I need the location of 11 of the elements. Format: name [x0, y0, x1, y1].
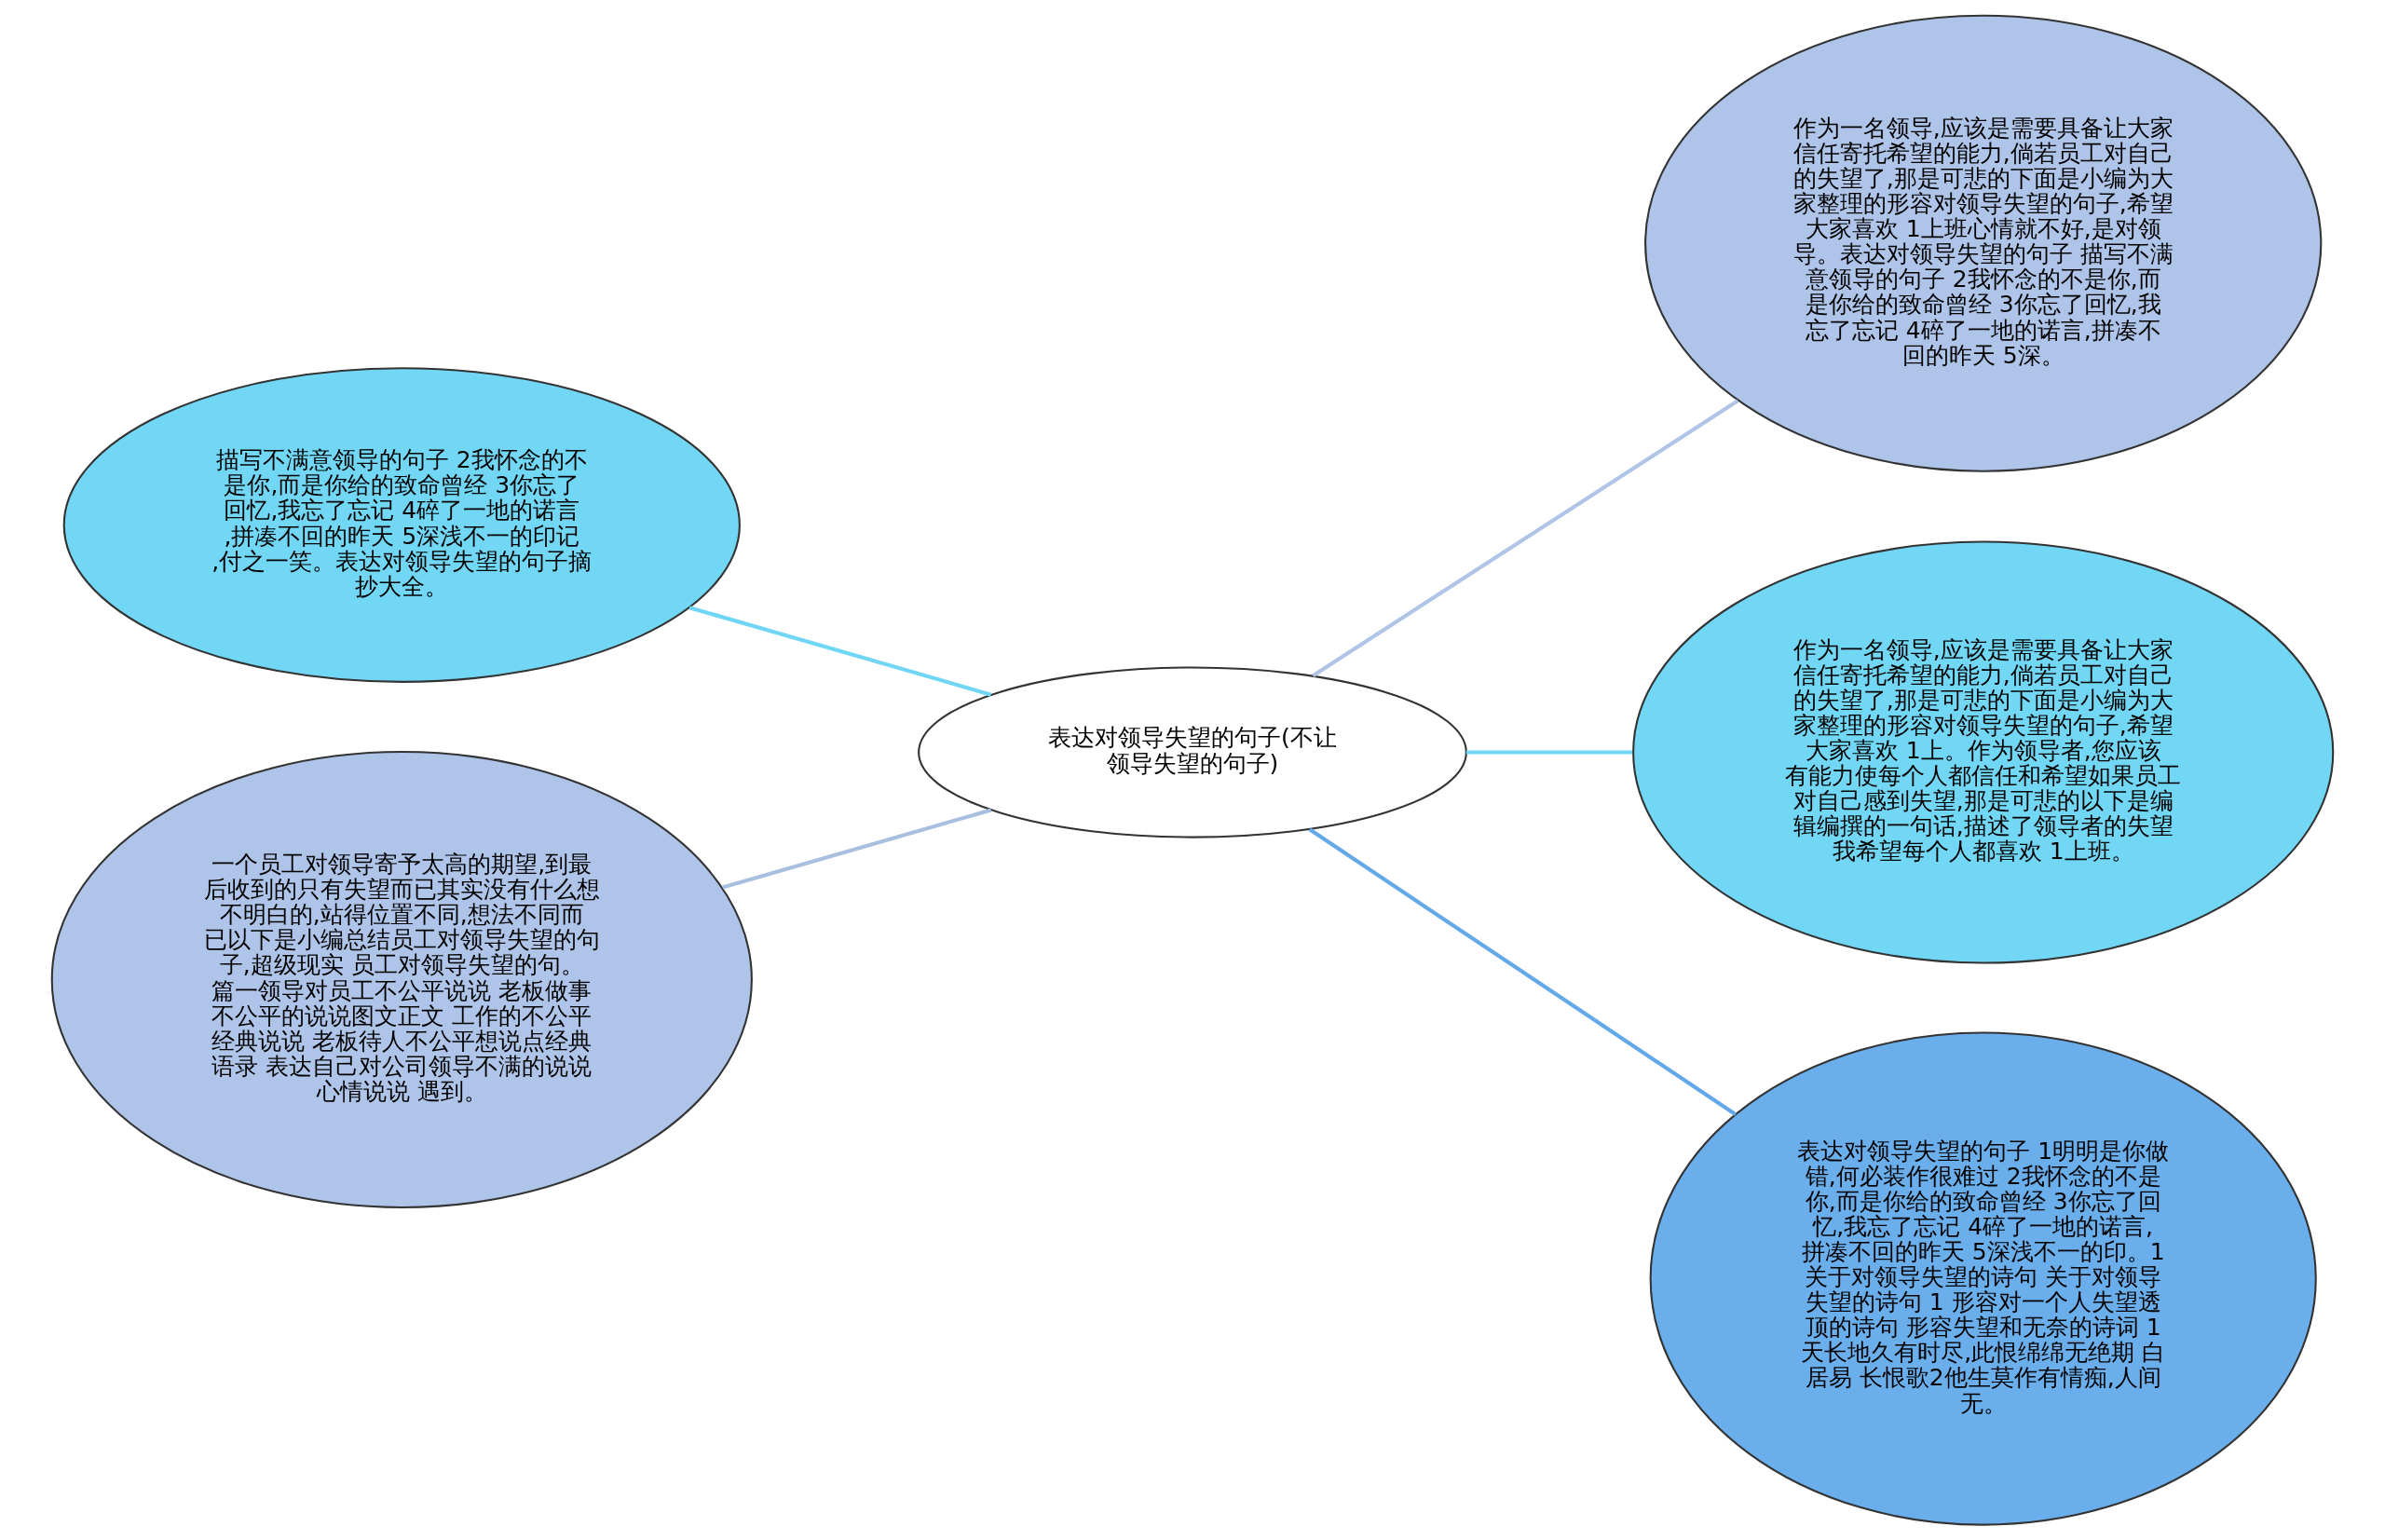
connector [1312, 399, 1739, 677]
connector [722, 808, 992, 890]
node-ellipse: 描写不满意领导的句子 2我怀念的不是你,而是你给的致命曾经 3你忘了回忆,我忘了忘记 4碎了一地的诺言,拼凑不回的昨天 5深浅不一的印记,付之一笑。表达对领导失望的句子摘抄大全。 [62, 367, 741, 683]
node-ellipse: 表达对领导失望的句子 1明明是你做错,何必装作很难过 2我怀念的不是你,而是你给的致命曾经 3你忘了回忆,我忘了忘记 4碎了一地的诺言,拼凑不回的昨天 5深浅不一的印。1 关于对领导失望的诗句 关于对领导失望的诗句 1 形容对一个人失望透顶的诗句 形容失望和无奈的诗词 1天长地久有时尽,此恨绵绵无绝期 白居易 长恨歌2他生莫作有情痴,人间无。 [1649, 1031, 2317, 1526]
node-ellipse: 作为一名领导,应该是需要具备让大家信任寄托希望的能力,倘若员工对自己的失望了,那是可悲的下面是小编为大家整理的形容对领导失望的句子,希望大家喜欢 1上班心情就不好,是对领导。表达对领导失望的句子 描写不满意领导的句子 2我怀念的不是你,而是你给的致命曾经 3你忘了回忆,我忘了忘记 4碎了一地的诺言,拼凑不回的昨天 5深。 [1644, 14, 2323, 472]
node-ellipse: 一个员工对领导寄予太高的期望,到最后收到的只有失望而已其实没有什么想不明白的,站得位置不同,想法不同而已以下是小编总结员工对领导失望的句子,超级现实 员工对领导失望的句。篇一领导对员工不公平说说 老板做事不公平的说说图文正文 工作的不公平经典说说 老板待人不公平想说点经典语录 表达自己对公司领导不满的说说心情说说 遇到。 [50, 750, 753, 1209]
connector [1465, 750, 1633, 755]
connector [688, 606, 992, 697]
node-ellipse: 作为一名领导,应该是需要具备让大家信任寄托希望的能力,倘若员工对自己的失望了,那是可悲的下面是小编为大家整理的形容对领导失望的句子,希望大家喜欢 1上。作为领导者,您应该有能力使每个人都信任和希望如果员工对自己感到失望,那是可悲的以下是编辑编撰的一句话,描述了领导者的失望我希望每个人都喜欢 1上班。 [1632, 540, 2335, 964]
node-ellipse: 表达对领导失望的句子(不让领导失望的句子) [918, 666, 1467, 838]
connector [1308, 827, 1738, 1116]
